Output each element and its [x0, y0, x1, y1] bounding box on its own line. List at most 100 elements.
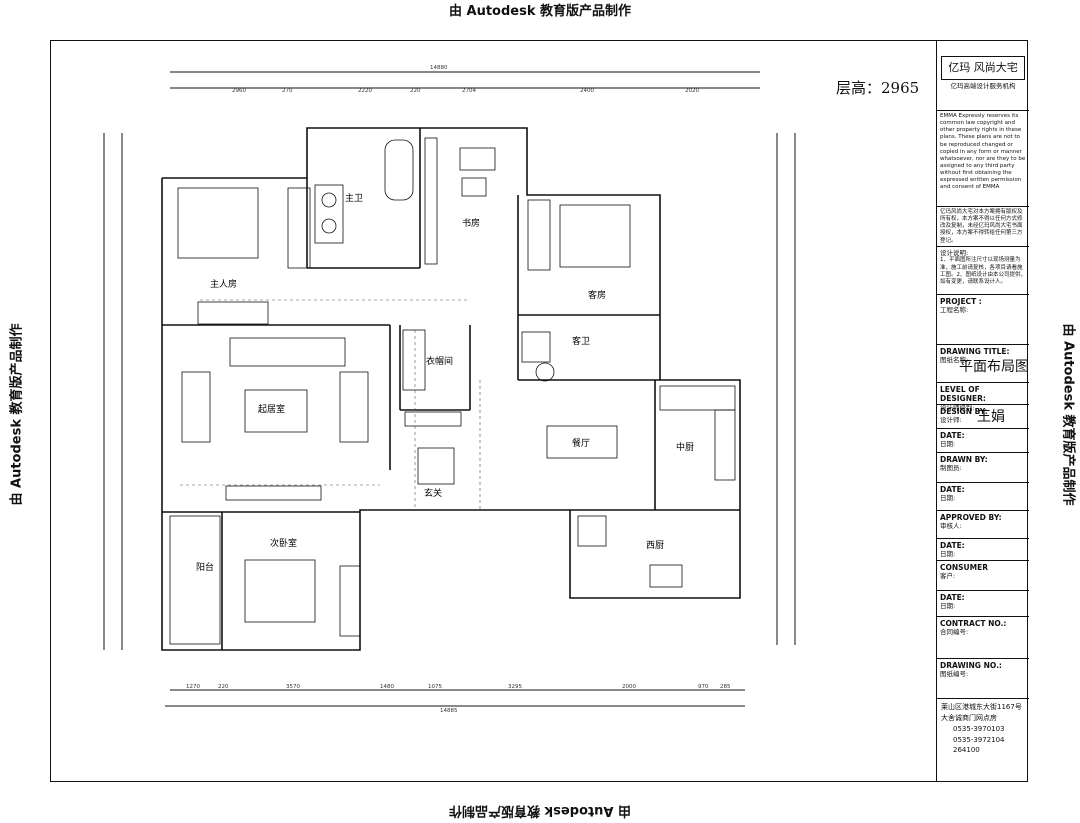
date-label-cn-4: 日期:	[940, 602, 956, 611]
date-label-en-4: DATE:	[940, 593, 965, 602]
project-label-cn: 工程名称:	[940, 306, 969, 315]
design-notes-title: 设计说明:	[940, 249, 969, 257]
drawing-title-value: 平面布局图	[959, 359, 1029, 375]
date-label-cn-1: 日期:	[940, 440, 956, 449]
design-notes-body: 1、平面图所注尺寸以现场测量为准，施工前请复核，各项目请看施工图。2、图纸设计由…	[940, 257, 1027, 285]
designer-field: DESIGN BY: 设计师: 王娟	[937, 404, 1029, 428]
drawn-by-field: DRAWN BY: 制图员:	[937, 452, 1029, 482]
dim-top-seg-4: 220	[410, 88, 421, 94]
dim-bottom-seg-2: 220	[218, 684, 229, 690]
room-label-study: 书房	[462, 217, 480, 229]
room-label-western-kitchen: 西厨	[646, 540, 664, 551]
dim-bottom-seg-3: 3570	[286, 684, 300, 690]
level-label-cn: 设计师级别:	[940, 403, 975, 412]
basin-1	[321, 192, 337, 208]
guest-bed	[559, 204, 631, 268]
consumer-label-en: CONSUMER	[940, 563, 989, 572]
contract-label-en: CONTRACT NO.:	[940, 619, 1007, 628]
dim-top-seg-2: 270	[282, 88, 293, 94]
room-label-dining: 餐厅	[572, 437, 590, 449]
phone-2: 0535-3972104	[953, 735, 1005, 744]
room-label-master-bedroom: 主人房	[210, 278, 237, 290]
date-label-en-3: DATE:	[940, 541, 965, 550]
date-label-cn-2: 日期:	[940, 494, 956, 503]
consumer-field: CONSUMER 客户:	[937, 560, 1029, 590]
dim-bottom-seg-7: 2000	[622, 684, 636, 690]
dim-top-total: 14880	[430, 65, 448, 71]
logo-subtitle: 亿玛高端设计服务机构	[950, 82, 1016, 90]
address-line-1: 莱山区港城东大街1167号	[941, 703, 1022, 711]
date-field-1: DATE: 日期:	[937, 428, 1029, 452]
approved-label-cn: 审核人:	[940, 522, 962, 531]
dim-top-seg-1: 2960	[232, 88, 246, 94]
floor-height-label: 层高：2965	[836, 79, 920, 97]
address-block	[937, 698, 1029, 782]
dim-bottom-total: 14885	[440, 708, 458, 714]
dim-bottom-seg-9: 285	[720, 684, 731, 690]
room-labels: 主人房 主卫 书房 客房 客卫 衣帽间 起居室 餐厅 中厨 玄关 次卧室 阳台 …	[196, 192, 694, 573]
level-field: LEVEL OF DESIGNER: 设计师级别:	[937, 382, 1029, 412]
armchair-left	[181, 371, 211, 443]
copyright-cn: 亿玛风尚大宅对本方案拥有版权及所有权，本方案不得以任何方式修改及复制，未经亿玛风…	[937, 206, 1029, 246]
title-block: 亿玛 风尚大宅 亿玛高端设计服务机构 EMMA Expressly reserv…	[936, 40, 1029, 782]
dim-top-seg-7: 2020	[685, 88, 699, 94]
drawing-no-label-cn: 图纸编号:	[940, 670, 969, 679]
study-shelf	[424, 137, 438, 265]
consumer-label-cn: 客户:	[940, 572, 956, 581]
bathtub	[384, 139, 414, 201]
address-line-2: 大舍诚商门网点房	[941, 713, 997, 722]
western-kitchen-fridge	[577, 515, 607, 547]
copyright-en: EMMA Expressly reserves its common law c…	[937, 110, 1029, 206]
drawn-by-label-cn: 制图员:	[940, 464, 962, 473]
guest-bath-vanity	[521, 331, 551, 363]
study-chair	[461, 177, 487, 197]
coffee-table	[244, 389, 308, 433]
sofa-main	[229, 337, 346, 367]
drawing-title-field: DRAWING TITLE: 图纸名称: 平面布局图	[937, 344, 1029, 382]
western-kitchen-island	[649, 564, 683, 588]
master-dresser	[197, 301, 269, 325]
address-text: 莱山区港城东大街1167号 大舍诚商门网点房 0535-3970103 0535…	[941, 702, 1027, 756]
dim-bottom-seg-5: 1075	[428, 684, 442, 690]
design-by-label-en: DESIGN BY:	[940, 407, 988, 416]
drawn-by-label-en: DRAWN BY:	[940, 455, 988, 464]
drawing-title-label-cn: 图纸名称:	[940, 356, 969, 365]
room-label-foyer: 玄关	[424, 487, 442, 499]
second-bed	[244, 559, 316, 623]
date-field-4: DATE: 日期:	[937, 590, 1029, 616]
phone-1: 0535-3970103	[953, 724, 1005, 733]
master-bed	[177, 187, 259, 259]
basin-2	[321, 218, 337, 234]
room-label-guest-room: 客房	[588, 289, 606, 301]
design-by-label-cn: 设计师:	[940, 416, 962, 425]
dimension-texts: 14880 2960 270 2220 220 2704 2400 2020 1…	[186, 65, 731, 714]
room-label-balcony: 阳台	[196, 561, 214, 573]
approved-label-en: APPROVED BY:	[940, 513, 1002, 522]
room-label-master-bath: 主卫	[345, 192, 363, 204]
dim-bottom-seg-6: 3295	[508, 684, 522, 690]
date-field-3: DATE: 日期:	[937, 538, 1029, 560]
room-label-cloakroom: 衣帽间	[426, 355, 453, 367]
guest-wardrobe	[527, 199, 551, 271]
date-label-en-1: DATE:	[940, 431, 965, 440]
designer-name: 王娟	[977, 409, 1005, 425]
foyer-rug	[417, 447, 455, 485]
room-label-chinese-kitchen: 中厨	[676, 441, 694, 453]
cloakroom-wardrobe	[402, 329, 426, 391]
dim-bottom-seg-4: 1480	[380, 684, 394, 690]
level-label-en: LEVEL OF DESIGNER:	[940, 385, 986, 404]
shoe-cabinet	[404, 411, 462, 427]
contract-field: CONTRACT NO.: 合同编号:	[937, 616, 1029, 658]
dim-bottom-seg-8: 970	[698, 684, 709, 690]
dim-top-seg-5: 2704	[462, 88, 476, 94]
watermark-right: 由 Autodesk 教育版产品制作	[1060, 323, 1076, 506]
kitchen-counter-top	[659, 385, 736, 411]
plan-walls	[161, 127, 741, 651]
postcode: 264100	[953, 746, 980, 755]
kitchen-counter-side	[714, 409, 736, 481]
design-notes: 设计说明: 1、平面图所注尺寸以现场测量为准，施工前请复核，各项目请看施工图。2…	[937, 246, 1029, 294]
room-label-guest-bath: 客卫	[572, 335, 590, 347]
watermark-top: 由 Autodesk 教育版产品制作	[448, 4, 632, 19]
contract-label-cn: 合同编号:	[940, 628, 969, 637]
date-label-cn-3: 日期:	[940, 550, 956, 559]
